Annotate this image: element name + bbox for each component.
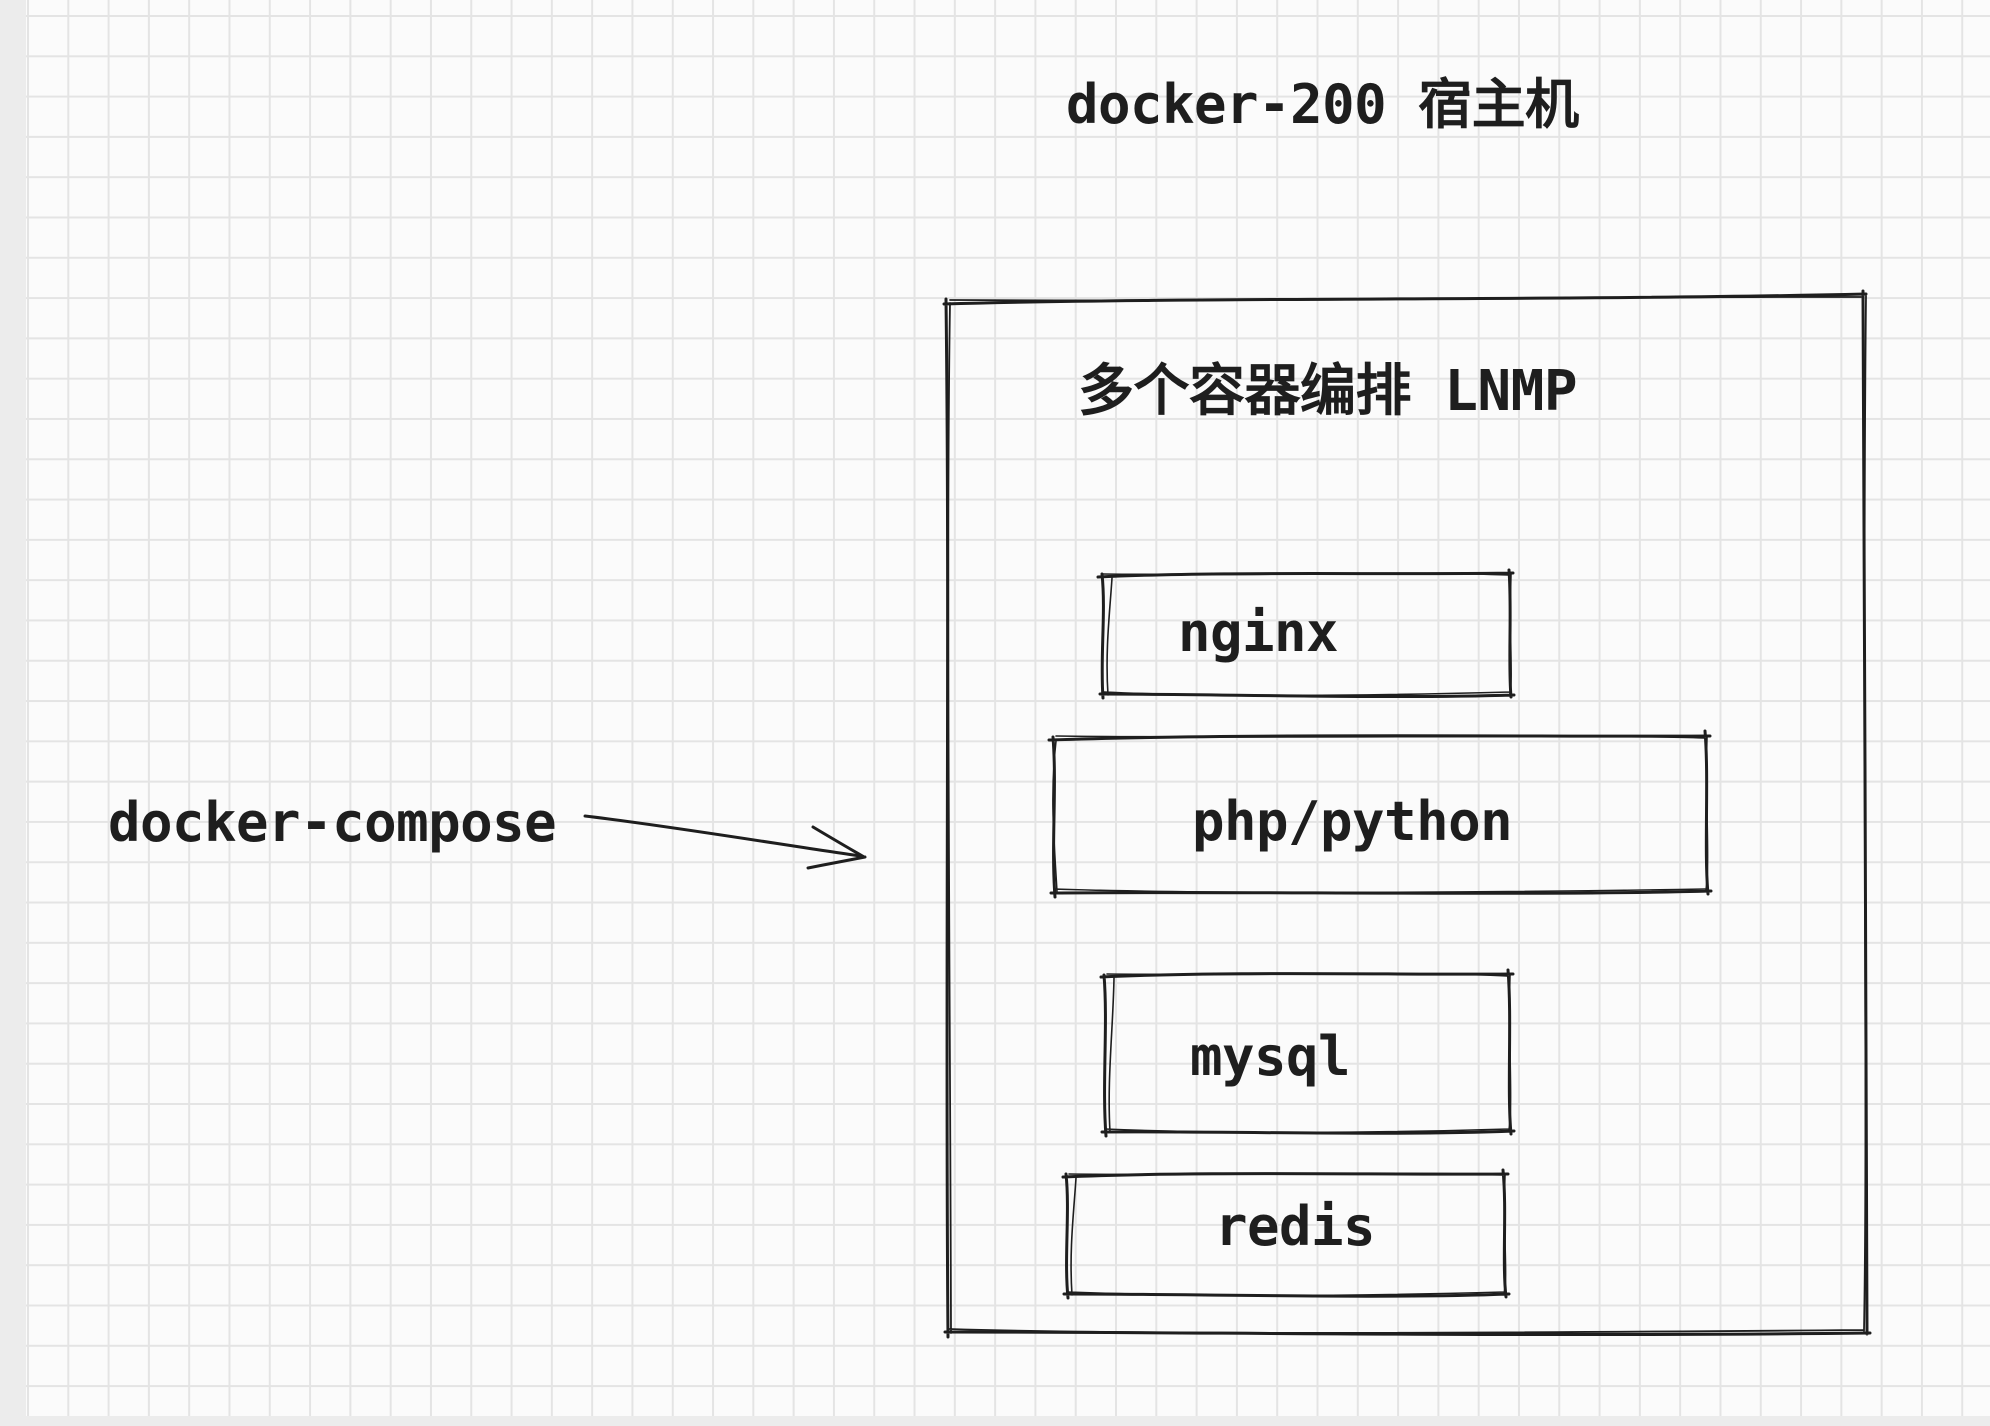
docker-compose-label: docker-compose [108, 791, 557, 854]
container-label-redis: redis [1215, 1195, 1376, 1258]
container-label-mysql: mysql [1190, 1025, 1351, 1088]
redis-box-outline-echo [1067, 1172, 1507, 1297]
nginx-box-outline-echo [1102, 572, 1512, 697]
container-label-nginx: nginx [1178, 601, 1339, 664]
container-label-php-python: php/python [1192, 790, 1513, 853]
host-box-outline-echo [947, 295, 1867, 1334]
orchestration-group-title: 多个容器编排 LNMP [1078, 359, 1578, 424]
php-python-box-outline-echo [1052, 735, 1709, 894]
arrow-line [583, 814, 862, 858]
arrow-head [806, 825, 867, 870]
paper-edge-left [0, 0, 26, 1426]
paper-edge-bottom [0, 1416, 1990, 1426]
host-title: docker-200 宿主机 [1066, 73, 1579, 136]
mysql-box-outline-echo [1104, 972, 1512, 1134]
